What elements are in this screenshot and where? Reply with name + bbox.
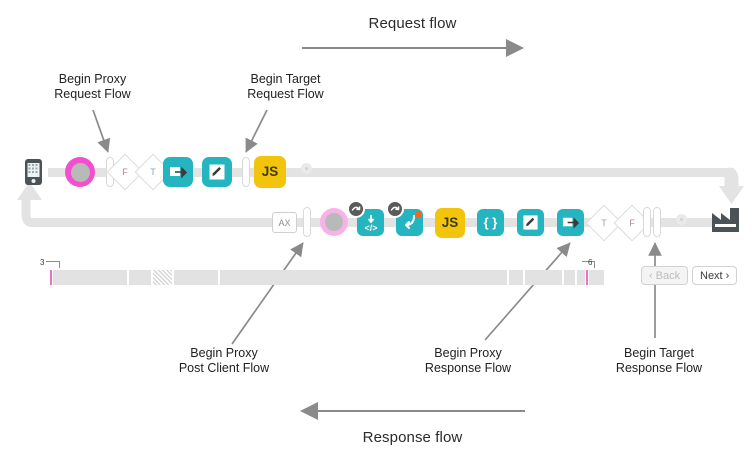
- assign-message-glyph: [523, 215, 538, 230]
- callout-begin-proxy-request-flow: Begin Proxy Request Flow: [20, 72, 165, 102]
- ring-core: [70, 162, 90, 182]
- flow-separator-pill[interactable]: [303, 207, 311, 237]
- callout-line1: Begin Proxy: [190, 346, 258, 360]
- callout-begin-target-response-flow: Begin Target Response Flow: [585, 346, 733, 376]
- javascript-policy-label: JS: [441, 215, 459, 231]
- callout-line2: Response Flow: [424, 361, 512, 375]
- response-badge-icon[interactable]: [386, 200, 404, 218]
- badge-arrow-glyph: [390, 206, 400, 211]
- ax-analytics-icon[interactable]: AX: [272, 212, 297, 233]
- callout-line1: Begin Proxy: [434, 346, 502, 360]
- next-chevron-icon: ›: [725, 269, 730, 282]
- timeline-marker: [50, 270, 52, 285]
- next-button-label: Next: [700, 269, 723, 282]
- callout-line2: Request Flow: [247, 87, 324, 101]
- assign-message-icon[interactable]: [517, 209, 544, 236]
- timeline-segment[interactable]: [525, 270, 562, 285]
- request-flow-title: Request flow: [368, 15, 457, 32]
- json-policy-icon[interactable]: { }: [477, 209, 504, 236]
- service-callout-icon[interactable]: [557, 209, 584, 236]
- response-flow-title: Response flow: [362, 429, 463, 446]
- callout-line2: Response Flow: [615, 361, 703, 375]
- timeline-segment[interactable]: [564, 270, 575, 285]
- condition-diamond-label: F: [122, 167, 128, 177]
- condition-diamond-label: T: [601, 218, 607, 228]
- timeline-right-bracket: [582, 261, 595, 268]
- flow-end-dot[interactable]: [301, 163, 312, 174]
- response-badge-icon[interactable]: [347, 200, 365, 218]
- ring-core: [325, 213, 343, 231]
- back-chevron-icon: ‹: [649, 269, 653, 282]
- extract-variables-glyph: </>: [364, 214, 377, 233]
- ax-analytics-label: AX: [278, 217, 291, 228]
- flow-separator-pill[interactable]: [653, 207, 661, 237]
- pink-ring-post-client-marker[interactable]: [320, 208, 348, 236]
- callout-begin-proxy-post-client-flow: Begin Proxy Post Client Flow: [150, 346, 298, 376]
- json-policy-label: { }: [483, 215, 498, 230]
- orange-error-mark: [416, 212, 421, 217]
- timeline-right-bracket-label: 6: [588, 258, 593, 267]
- javascript-policy-label: JS: [261, 164, 279, 180]
- timeline-segment-hatched[interactable]: [153, 270, 172, 285]
- target-backend-factory-icon: [712, 208, 739, 232]
- timeline-segment[interactable]: [220, 270, 507, 285]
- next-button[interactable]: Next ›: [692, 266, 738, 285]
- assign-message-glyph: [209, 164, 225, 180]
- condition-diamond-icon[interactable]: T: [134, 153, 172, 191]
- service-callout-glyph: [170, 166, 187, 179]
- timeline-segment[interactable]: [589, 270, 604, 285]
- back-button-label: Back: [655, 269, 681, 282]
- service-callout-icon[interactable]: [163, 157, 193, 187]
- raise-fault-glyph: [404, 214, 415, 229]
- callout-begin-target-request-flow: Begin Target Request Flow: [213, 72, 358, 102]
- pink-ring-start-marker[interactable]: [65, 157, 95, 187]
- condition-diamond-label: F: [629, 218, 635, 228]
- callout-line1: Begin Target: [250, 72, 321, 86]
- svg-text:</>: </>: [364, 223, 377, 233]
- timeline-segment[interactable]: [577, 270, 585, 285]
- timeline-segment[interactable]: [129, 270, 151, 285]
- callout-begin-proxy-response-flow: Begin Proxy Response Flow: [394, 346, 542, 376]
- flow-separator-pill[interactable]: [242, 157, 250, 187]
- condition-diamond-label: T: [150, 167, 156, 177]
- callout-line1: Begin Target: [624, 346, 694, 360]
- timeline-segment[interactable]: [53, 270, 127, 285]
- back-button[interactable]: ‹ Back: [641, 266, 689, 285]
- timeline-marker: [586, 270, 588, 285]
- callout-line1: Begin Proxy: [58, 72, 127, 86]
- flow-end-dot[interactable]: [676, 214, 687, 225]
- timeline-segment[interactable]: [174, 270, 218, 285]
- timeline-left-bracket: [46, 261, 60, 268]
- flow-separator-pill[interactable]: [643, 207, 651, 237]
- javascript-policy-icon[interactable]: JS: [254, 156, 286, 188]
- service-callout-glyph: [562, 217, 579, 229]
- condition-diamond-icon[interactable]: F: [613, 204, 651, 242]
- callout-line2: Request Flow: [54, 87, 131, 101]
- timeline-segment[interactable]: [509, 270, 523, 285]
- condition-diamond-icon[interactable]: F: [106, 153, 144, 191]
- timeline-left-bracket-label: 3: [40, 258, 45, 267]
- javascript-policy-icon[interactable]: JS: [435, 208, 465, 238]
- condition-diamond-icon[interactable]: T: [585, 204, 623, 242]
- mobile-device-icon: [25, 159, 42, 185]
- callout-line2: Post Client Flow: [178, 361, 270, 375]
- badge-arrow-glyph: [351, 206, 361, 211]
- assign-message-icon[interactable]: [202, 157, 232, 187]
